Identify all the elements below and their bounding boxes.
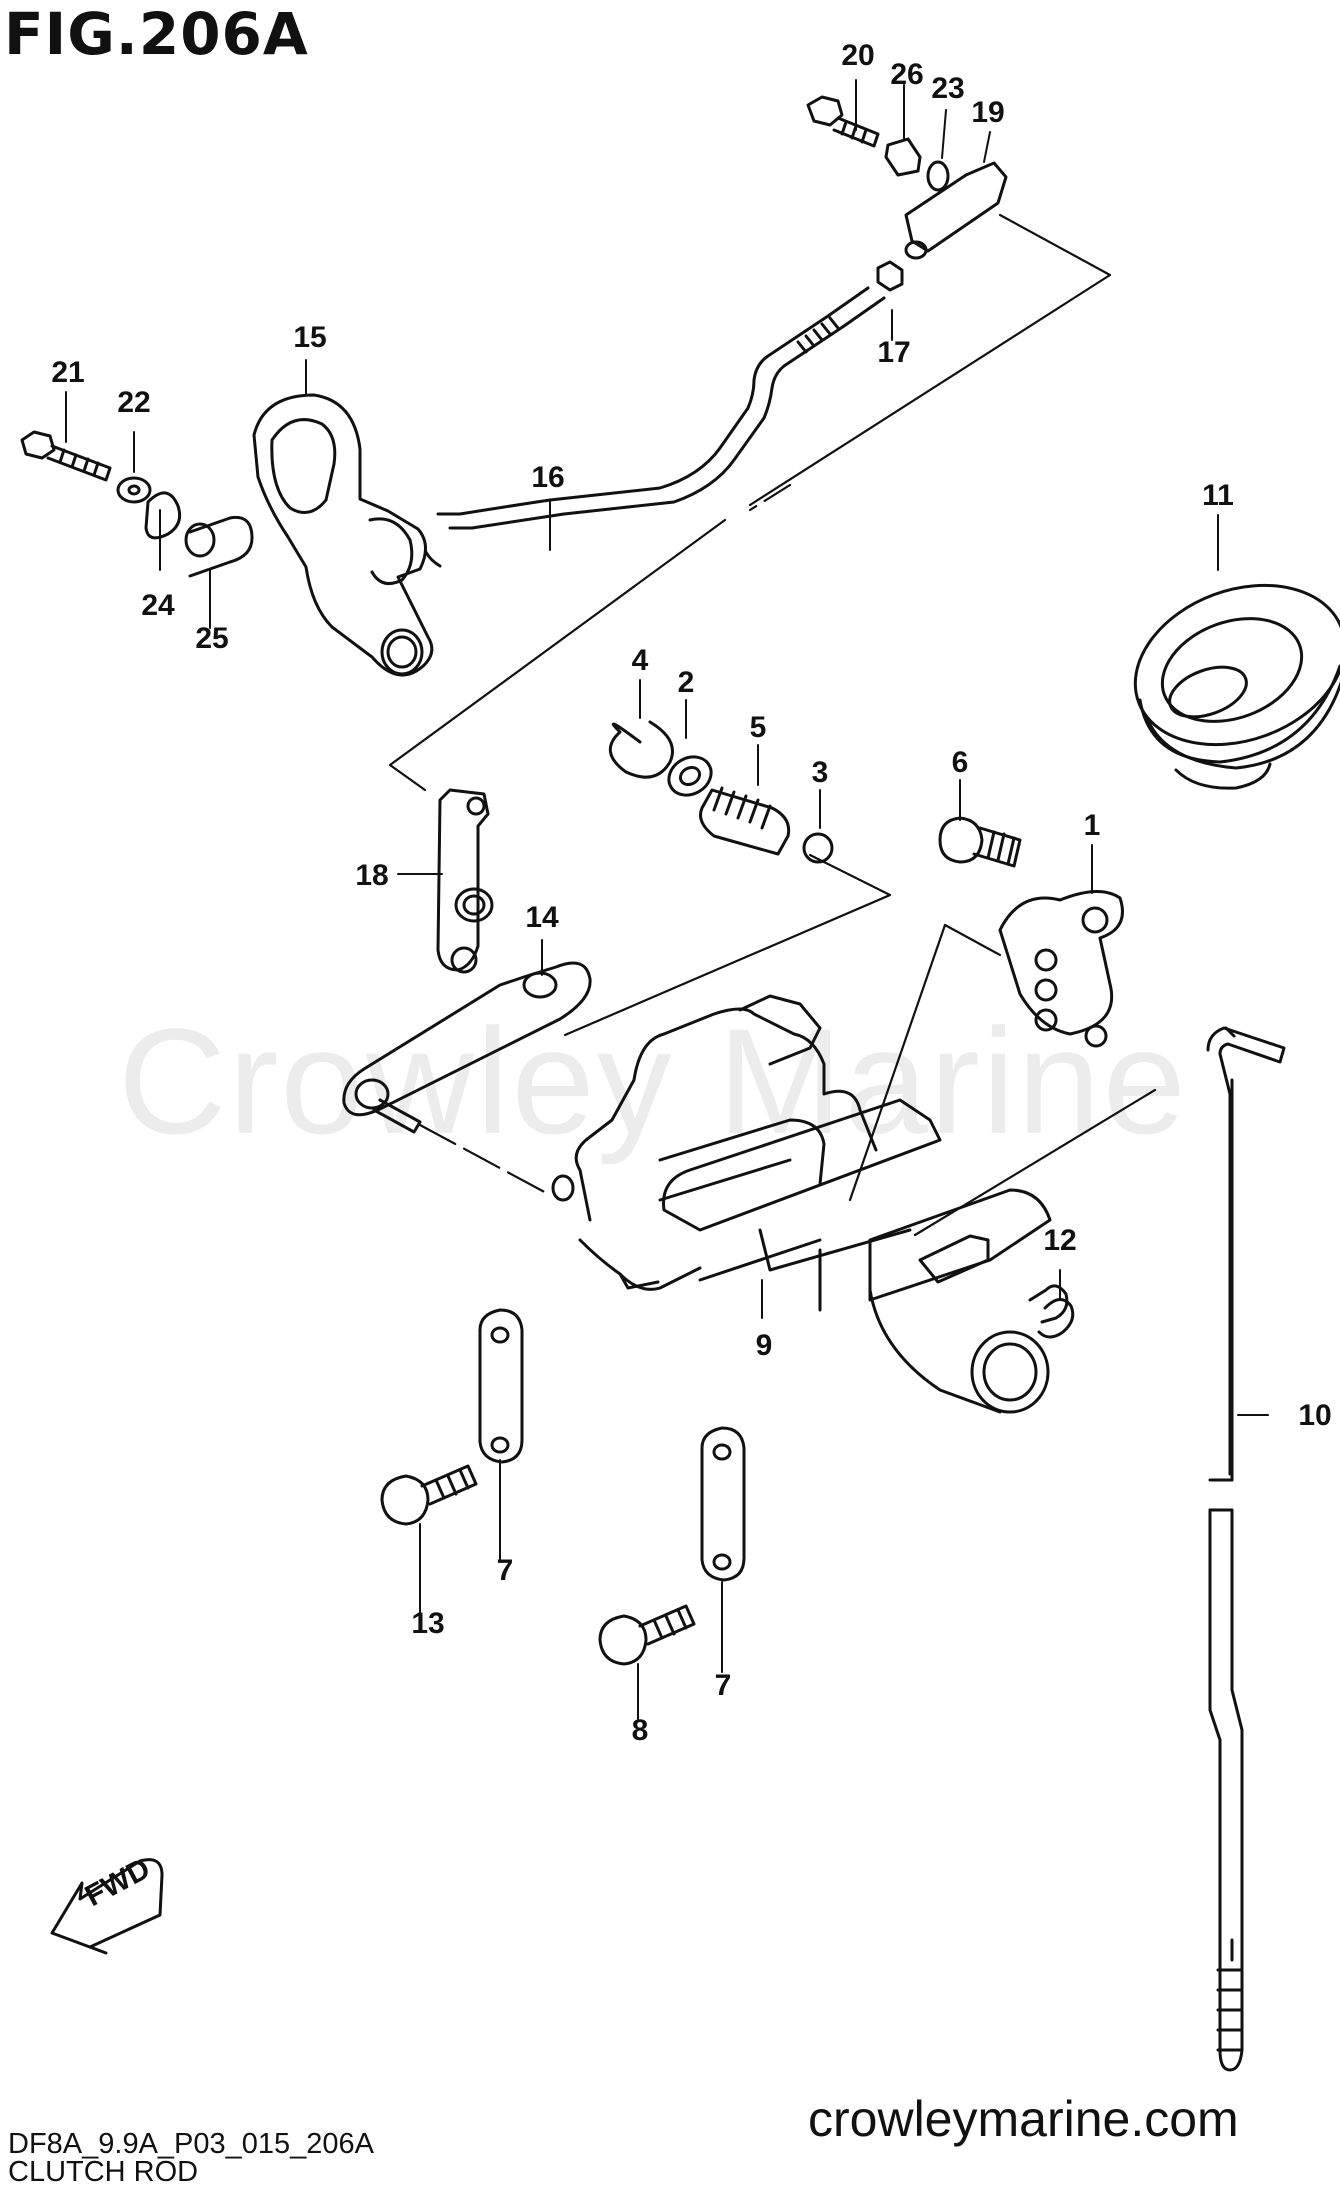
- clutch-shaft-9: [551, 994, 1069, 1414]
- bolts-13-8: [380, 1464, 696, 1666]
- callout-2: 2: [678, 666, 695, 699]
- drawing-caption: CLUTCH ROD: [8, 2156, 199, 2188]
- callout-labels: 1234567789101112131415161718192021222324…: [51, 39, 1331, 1747]
- callout-18: 18: [355, 859, 388, 892]
- lever-bolt-group: [20, 430, 254, 578]
- callout-1: 1: [1084, 809, 1101, 842]
- watermark-text: Crowley Marine: [118, 997, 1188, 1165]
- callout-19: 19: [971, 96, 1004, 129]
- callout-23: 23: [931, 72, 964, 105]
- figure-title: FIG.206A: [4, 0, 309, 68]
- callout-11: 11: [1202, 479, 1234, 512]
- callout-7: 7: [715, 1669, 732, 1702]
- grommet-11: [1133, 583, 1340, 790]
- website-text: crowleymarine.com: [808, 2091, 1239, 2147]
- callout-14: 14: [525, 901, 559, 934]
- callout-4: 4: [632, 644, 649, 677]
- callout-7: 7: [497, 1554, 514, 1587]
- callout-leaders: [65, 79, 1269, 1720]
- rod-end-bolt-group: [806, 95, 1008, 292]
- callout-6: 6: [952, 746, 969, 779]
- callout-21: 21: [51, 356, 84, 389]
- callout-17: 17: [877, 336, 910, 369]
- drawing-code: DF8A_9.9A_P03_015_206A: [8, 2128, 375, 2160]
- fwd-label: FWD: [80, 1852, 156, 1913]
- callout-3: 3: [812, 756, 829, 789]
- callout-26: 26: [890, 58, 923, 91]
- plates-7: [478, 1308, 746, 1582]
- callout-9: 9: [756, 1329, 773, 1362]
- callout-8: 8: [632, 1714, 649, 1747]
- detent-parts: [609, 720, 834, 864]
- callout-25: 25: [195, 622, 228, 655]
- clutch-rod-16: [424, 286, 886, 568]
- fwd-arrow-icon: FWD: [50, 1852, 164, 1955]
- assembly-lines: [388, 213, 1157, 1237]
- callout-16: 16: [531, 461, 564, 494]
- callout-15: 15: [293, 321, 326, 354]
- shift-lever-15: [252, 393, 434, 677]
- links-18-14: [342, 788, 592, 1134]
- callout-12: 12: [1043, 1224, 1076, 1257]
- callout-5: 5: [750, 711, 767, 744]
- callout-13: 13: [411, 1607, 444, 1640]
- callout-10: 10: [1298, 1399, 1331, 1432]
- callout-20: 20: [841, 39, 874, 72]
- detent-plate-group: [938, 816, 1124, 1048]
- clutch-rod-10: [1206, 1026, 1286, 2072]
- callout-24: 24: [141, 589, 175, 622]
- callout-22: 22: [117, 386, 150, 419]
- clip-12: [1037, 1298, 1075, 1339]
